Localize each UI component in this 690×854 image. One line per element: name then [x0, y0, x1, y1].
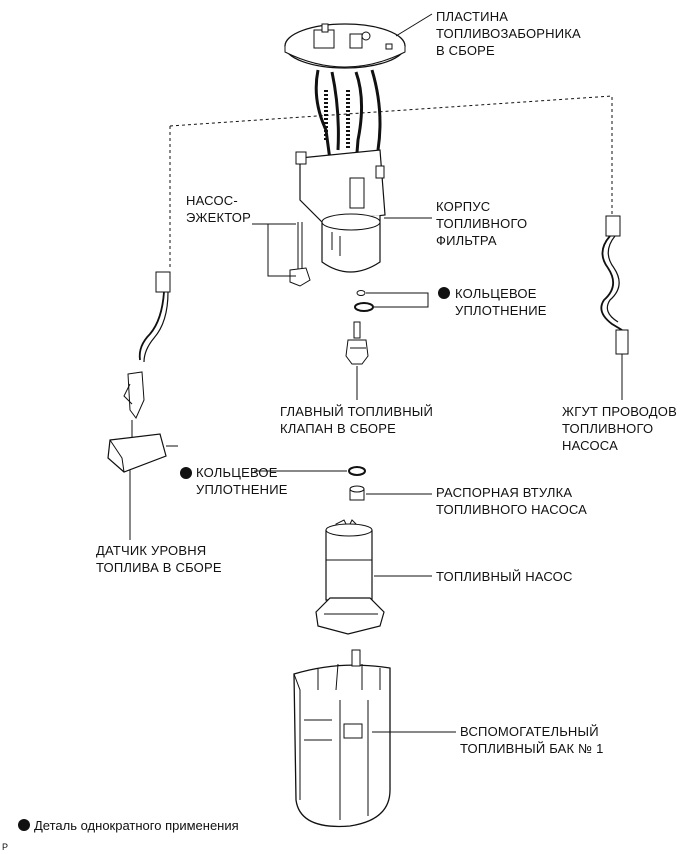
- label-o-ring-upper: КОЛЬЦЕВОЕ УПЛОТНЕНИЕ: [455, 285, 547, 319]
- label-line: ЭЖЕКТОР: [186, 210, 251, 225]
- label-o-ring-lower: КОЛЬЦЕВОЕ УПЛОТНЕНИЕ: [196, 464, 288, 498]
- main-fuel-valve-part: [345, 321, 369, 365]
- label-main-fuel-valve: ГЛАВНЫЙ ТОПЛИВНЫЙ КЛАПАН В СБОРЕ: [280, 403, 433, 437]
- legend-text: Деталь однократного применения: [34, 818, 239, 833]
- plate-leader: [395, 13, 433, 37]
- label-line: НАСОС-: [186, 193, 238, 208]
- label-sub-tank: ВСПОМОГАТЕЛЬНЫЙ ТОПЛИВНЫЙ БАК № 1: [460, 723, 604, 757]
- fuel-filter-case: [295, 149, 386, 273]
- fuel-suction-plate: [284, 23, 406, 166]
- label-line: КОЛЬЦЕВОЕ: [196, 465, 278, 480]
- o-ring-lower: [348, 466, 366, 476]
- dashed-guide-left: [169, 95, 613, 215]
- label-line: КОЛЬЦЕВОЕ: [455, 286, 537, 301]
- o-ring-large: [354, 302, 374, 312]
- legend: Деталь однократного применения: [18, 818, 239, 833]
- jet-pump-part: [289, 222, 311, 287]
- label-fuel-pump: ТОПЛИВНЫЙ НАСОС: [436, 568, 573, 585]
- label-fuel-filter-case: КОРПУС ТОПЛИВНОГО ФИЛЬТРА: [436, 198, 527, 249]
- single-use-dot-icon: [18, 819, 30, 831]
- label-fuel-sender: ДАТЧИК УРОВНЯ ТОПЛИВА В СБОРЕ: [96, 542, 222, 576]
- label-pump-spacer: РАСПОРНАЯ ВТУЛКА ТОПЛИВНОГО НАСОСА: [436, 484, 587, 518]
- label-line: ВСПОМОГАТЕЛЬНЫЙ: [460, 724, 599, 739]
- label-jet-pump: НАСОС- ЭЖЕКТОР: [186, 192, 251, 226]
- o-ring-small: [356, 290, 366, 296]
- label-line: РАСПОРНАЯ ВТУЛКА: [436, 485, 573, 500]
- oring1-leader: [366, 292, 429, 308]
- single-use-dot-icon: [180, 467, 192, 479]
- label-line: ТОПЛИВОЗАБОРНИКА: [436, 26, 581, 41]
- label-line: ТОПЛИВА В СБОРЕ: [96, 560, 222, 575]
- label-line: НАСОСА: [562, 438, 618, 453]
- ejector-leader: [252, 223, 296, 277]
- label-line: КЛАПАН В СБОРЕ: [280, 421, 396, 436]
- label-line: УПЛОТНЕНИЕ: [196, 482, 288, 497]
- single-use-dot-icon: [438, 287, 450, 299]
- label-line: ТОПЛИВНОГО: [562, 421, 654, 436]
- label-fuel-pump-harness: ЖГУТ ПРОВОДОВ ТОПЛИВНОГО НАСОСА: [562, 403, 677, 454]
- label-line: ТОПЛИВНЫЙ БАК № 1: [460, 741, 604, 756]
- label-line: ТОПЛИВНОГО НАСОСА: [436, 502, 588, 517]
- label-line: ГЛАВНЫЙ ТОПЛИВНЫЙ: [280, 404, 434, 419]
- label-line: ЖГУТ ПРОВОДОВ: [562, 404, 677, 419]
- sub-tank-part: [293, 649, 391, 828]
- corner-mark: P: [2, 842, 9, 852]
- label-fuel-suction-plate: ПЛАСТИНА ТОПЛИВОЗАБОРНИКА В СБОРЕ: [436, 8, 581, 59]
- label-line: УПЛОТНЕНИЕ: [455, 303, 547, 318]
- label-line: ПЛАСТИНА: [436, 9, 509, 24]
- fuel-pump-part: [315, 519, 385, 635]
- label-line: В СБОРЕ: [436, 43, 495, 58]
- label-line: ФИЛЬТРА: [436, 233, 497, 248]
- label-line: ТОПЛИВНОГО: [436, 216, 528, 231]
- label-line: КОРПУС: [436, 199, 491, 214]
- pump-spacer-part: [349, 485, 365, 501]
- fuel-pump-harness-part: [600, 215, 629, 355]
- label-line: ДАТЧИК УРОВНЯ: [96, 543, 207, 558]
- fuel-sender-part: [107, 271, 178, 473]
- label-line: ТОПЛИВНЫЙ НАСОС: [436, 569, 573, 584]
